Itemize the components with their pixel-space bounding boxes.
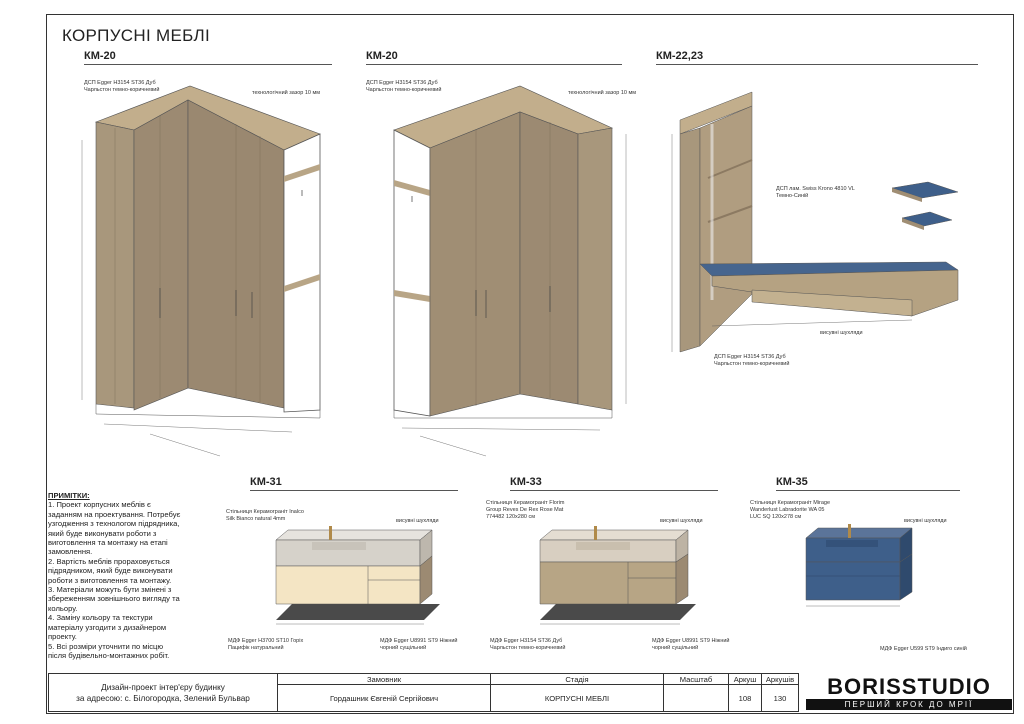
km31-top-line1: Стільниця Керамограніт Inalco <box>226 509 304 515</box>
km20a-gap-label: технологічний зазор 10 мм <box>252 90 321 96</box>
section-underline <box>776 490 960 491</box>
km20a-material-line1: ДСП Egger H3154 ST36 Дуб <box>84 80 156 86</box>
sheet-frame <box>46 14 1014 714</box>
km35-top-line1: Стільниця Керамограніт Mirage <box>750 500 831 506</box>
km22-drawers-label: висувні шухляди <box>820 330 863 336</box>
km35-vanity <box>805 524 913 607</box>
customer-label: Замовник <box>277 673 491 685</box>
km33-top-line3: 774482 120х280 см <box>486 514 536 520</box>
km20b-material-line1: ДСП Egger H3154 ST36 Дуб <box>366 80 438 86</box>
notes-title: ПРИМІТКИ: <box>48 491 90 500</box>
note-item: 3. Матеріали можуть бути змінені з збере… <box>48 585 180 613</box>
section-km20-left: КМ-20 <box>84 50 116 62</box>
km22-bottom-material-line1: ДСП Egger H3154 ST36 Дуб <box>714 354 786 360</box>
stage-label: Стадія <box>490 673 664 685</box>
km31-mdf2-line2: чорний сущільний <box>380 645 427 651</box>
logo-name: BORISSTUDIO <box>827 674 991 699</box>
km20-left-wardrobe <box>81 85 321 457</box>
section-underline <box>510 490 718 491</box>
project-line1: Дизайн-проект інтер'єру будинку <box>101 682 225 692</box>
section-underline <box>250 490 458 491</box>
note-item: 5. Всі розміри уточнити по місцю після б… <box>48 641 170 660</box>
sheets-label: Аркушів <box>761 673 799 685</box>
km33-mdf2-line1: МДФ Egger U8991 ST9 Ніжний <box>652 638 730 644</box>
km33-mdf1-line1: МДФ Egger H3154 ST36 Дуб <box>490 638 563 644</box>
km20a-material-line2: Чарльстон темно-коричневий <box>84 87 160 93</box>
section-km22-23: КМ-22,23 <box>656 50 704 62</box>
note-item: 4. Заміну кольору та текстури матеріалу … <box>48 613 167 642</box>
km33-mdf2-line2: чорний сущільний <box>652 645 699 651</box>
scale-label: Масштаб <box>663 673 729 685</box>
km20b-material-line2: Чарльстон темно-коричневий <box>366 87 442 93</box>
km31-mdf2-line1: МДФ Egger U8991 ST9 Ніжний <box>380 638 458 644</box>
section-underline <box>656 64 978 65</box>
km20-right-wardrobe <box>393 85 627 457</box>
km31-vanity <box>275 526 440 625</box>
km22-top-material-line1: ДСП лам. Swiss Krono 4810 VL <box>776 186 855 192</box>
section-underline <box>366 64 622 65</box>
section-km20-right: КМ-20 <box>366 50 398 62</box>
km31-top-line2: Silk Bianco natural 4mm <box>226 516 286 522</box>
note-item: 1. Проект корпусних меблів є заданням на… <box>48 500 181 557</box>
project-name: Дизайн-проект інтер'єру будинку за адрес… <box>48 673 278 712</box>
km33-drawers-label: висувні шухляди <box>660 518 703 524</box>
km20b-gap-label: технологічний зазор 10 мм <box>568 90 637 96</box>
km33-top-line1: Стільниця Керамограніт Florim <box>486 500 565 506</box>
project-line2: за адресою: с. Білогородка, Зелений Буль… <box>76 693 250 703</box>
title-block: Дизайн-проект інтер'єру будинку за адрес… <box>48 673 799 712</box>
km33-top-line2: Group Reves De Rex Rose Mat <box>486 507 564 513</box>
notes-block: ПРИМІТКИ: 1. Проект корпусних меблів є з… <box>48 491 182 660</box>
stage-value: КОРПУСНІ МЕБЛІ <box>490 684 664 712</box>
sheets-value: 130 <box>761 684 799 712</box>
km31-mdf1-line1: МДФ Egger H3700 ST10 Горіх <box>228 638 304 644</box>
note-item: 2. Вартість меблів прораховується підряд… <box>48 556 173 585</box>
km31-mdf1-line2: Пацифік натуральний <box>228 645 284 651</box>
km35-drawers-label: висувні шухляди <box>904 518 947 524</box>
studio-logo: BORISSTUDIO ПЕРШИЙ КРОК ДО МРІЇ <box>806 676 1012 712</box>
logo-slogan: ПЕРШИЙ КРОК ДО МРІЇ <box>806 699 1012 710</box>
section-km33: КМ-33 <box>510 476 542 488</box>
customer-name: Гордашник Євгеній Сергійович <box>277 684 491 712</box>
km35-mdf-label: МДФ Egger U599 ST9 Індиго синій <box>880 646 967 652</box>
km33-vanity <box>539 526 696 625</box>
section-km35: КМ-35 <box>776 476 808 488</box>
km33-mdf1-line2: Чарльстон темно-коричневий <box>490 645 566 651</box>
sheet-label: Аркуш <box>728 673 762 685</box>
section-underline <box>84 64 332 65</box>
sheet-title: КОРПУСНІ МЕБЛІ <box>62 26 211 45</box>
km22-bottom-material-line2: Чарльстон темно-коричневий <box>714 361 790 367</box>
km35-top-line3: LUC SQ 120х278 см <box>750 514 802 520</box>
km31-drawers-label: висувні шухляди <box>396 518 439 524</box>
km35-top-line2: Wanderlust Labradorite WA 05 <box>750 507 825 513</box>
sheet-value: 108 <box>728 684 762 712</box>
km22-top-material-line2: Темно-Синій <box>776 193 809 199</box>
scale-value <box>663 684 729 712</box>
section-km31: КМ-31 <box>250 476 282 488</box>
km22-23-bed-shelf <box>671 91 959 353</box>
